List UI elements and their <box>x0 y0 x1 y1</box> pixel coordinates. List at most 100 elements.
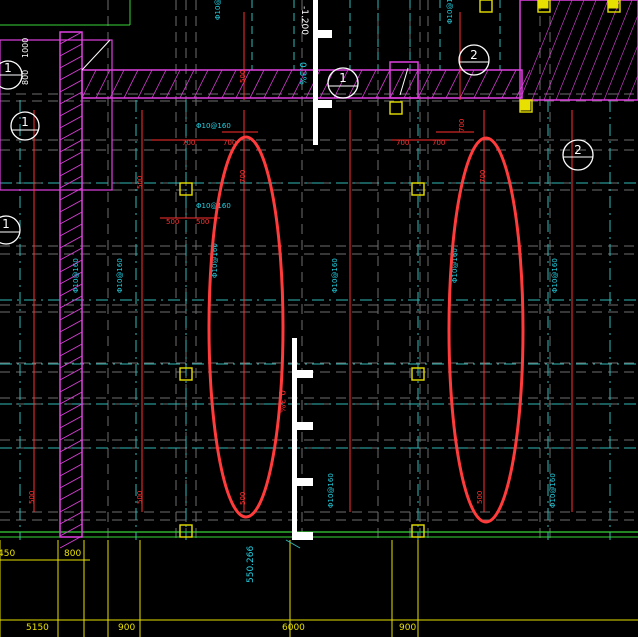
wall-hatch <box>519 0 561 101</box>
wall-hatch <box>319 69 335 99</box>
wall-hatch <box>59 523 83 537</box>
wall-hatch <box>59 499 83 513</box>
svg-text:1: 1 <box>4 61 12 75</box>
wall-hatch <box>615 44 638 101</box>
rebar-spec-4: Φ10@160 <box>72 258 80 293</box>
callout-2-a: 2 <box>458 44 490 76</box>
wall-hatch <box>235 69 251 99</box>
wall-hatch <box>59 307 83 321</box>
elevation-top-label: -1.200 <box>299 6 309 35</box>
wall-hatch <box>59 247 83 261</box>
wall-hatch <box>207 69 223 99</box>
wall-hatch <box>137 69 153 99</box>
highlight-ellipse-right <box>447 136 525 524</box>
wall-hatch <box>347 69 363 99</box>
callout-2-b: 2 <box>562 139 594 171</box>
slope-label: 0.3% <box>297 62 307 85</box>
dim-900-right: 900 <box>399 623 416 633</box>
rebar-lines <box>33 12 573 512</box>
wall-hatch <box>263 69 279 99</box>
wall-hatch <box>59 127 83 141</box>
dim-5150: 5150 <box>26 623 49 633</box>
pipe-branch <box>318 100 332 108</box>
len-500-b: 500 <box>196 218 209 226</box>
rebar-spec-12: Φ10@160 <box>446 0 454 24</box>
wall-hatch <box>59 295 83 309</box>
wall-hatch <box>59 31 83 45</box>
len-700-v3: 700 <box>458 119 466 132</box>
callout-1-c: 1 <box>327 67 359 99</box>
wall-hatch <box>579 0 621 101</box>
wall-hatch <box>59 463 83 477</box>
wall-hatch <box>59 91 83 105</box>
rebar-spec-9: Φ10@160 <box>549 473 557 508</box>
wall-vertical <box>59 31 83 538</box>
dim-6000: 6000 <box>282 623 305 633</box>
rebar-spec-10: Φ10@160 <box>196 122 231 130</box>
len-500-a: 500 <box>166 218 179 226</box>
wall-hatch <box>291 69 307 99</box>
column-markers <box>179 0 621 538</box>
len-500-v3: 500 <box>28 491 36 504</box>
dim-1000-side: 1000 <box>21 38 30 58</box>
column-marker <box>179 524 193 538</box>
rebar-spec-1: Φ10@160 <box>214 0 222 20</box>
leader-line <box>285 539 301 549</box>
wall-hatch <box>59 43 83 57</box>
rebar-spec-8: Φ10@160 <box>327 473 335 508</box>
column-marker <box>179 367 193 381</box>
wall-structure <box>0 0 638 549</box>
column-marker <box>411 367 425 381</box>
svg-text:2: 2 <box>470 48 478 62</box>
wall-hatch <box>567 0 609 101</box>
wall-hatch <box>221 69 237 99</box>
wall-corner <box>519 0 638 101</box>
wall-hatch <box>59 175 83 189</box>
wall-frame <box>0 39 113 191</box>
callout-1-d: 1 <box>0 215 21 245</box>
wall-hatch <box>591 0 633 101</box>
column-marker <box>179 182 193 196</box>
svg-text:2: 2 <box>574 143 582 157</box>
wall-hatch <box>473 69 489 99</box>
wall-hatch <box>59 487 83 501</box>
rebar-spec-6: Φ10@160 <box>451 248 459 283</box>
len-500-v6: 500 <box>239 70 247 83</box>
pipe-branch <box>297 422 313 430</box>
wall-hatch <box>59 403 83 417</box>
wall-hatch <box>59 235 83 249</box>
wall-hatch <box>59 67 83 81</box>
pipe-branch <box>297 478 313 486</box>
rebar-spec-7: Φ10@160 <box>551 258 559 293</box>
wall-hatch <box>59 115 83 129</box>
wall-hatch <box>501 69 517 99</box>
wall-hatch <box>59 103 83 117</box>
svg-text:1: 1 <box>21 115 29 129</box>
len-700-a: 700 <box>182 139 195 147</box>
wall-hatch <box>445 69 461 99</box>
column-marker-filled <box>607 0 619 9</box>
pipe-structure <box>285 0 332 549</box>
wall-hatch <box>487 69 503 99</box>
len-500-v4: 500 <box>136 491 144 504</box>
pipe-branch <box>297 370 313 378</box>
wall-hatch <box>389 69 405 99</box>
wall-hatch <box>59 151 83 165</box>
dim-800-side: 800 <box>21 70 30 85</box>
wall-hatch <box>59 439 83 453</box>
wall-hatch <box>59 319 83 333</box>
wall-hatch <box>109 69 125 99</box>
len-700-v1: 700 <box>239 170 247 183</box>
wall-diagonal <box>81 39 111 71</box>
column-marker <box>411 182 425 196</box>
column-marker-filled <box>519 99 531 111</box>
wall-hatch <box>59 211 83 225</box>
wall-hatch <box>59 223 83 237</box>
wall-hatch <box>603 14 638 101</box>
wall-hatch <box>179 69 195 99</box>
rebar-spec-11: Φ10@160 <box>196 202 231 210</box>
wall-hatch <box>515 69 531 99</box>
wall-hatch <box>375 69 391 99</box>
